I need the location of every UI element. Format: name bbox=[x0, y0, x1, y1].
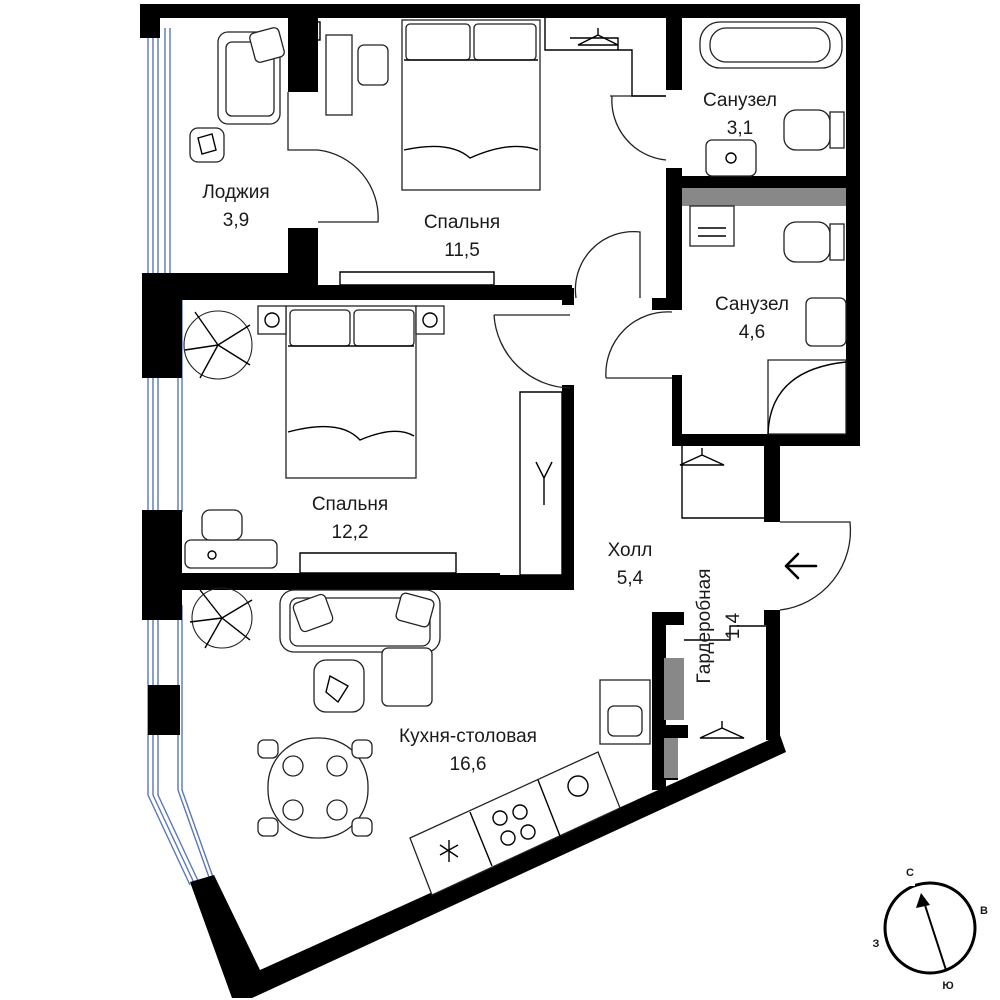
plant-1 bbox=[183, 310, 253, 380]
double-bed-1 bbox=[401, 19, 541, 191]
room-name-bedroom-2: Спальня bbox=[312, 494, 388, 515]
double-bed-2 bbox=[257, 305, 445, 479]
sink-1 bbox=[705, 139, 757, 177]
furniture bbox=[183, 19, 847, 896]
room-name-kitchen-dining: Кухня-столовая bbox=[399, 726, 537, 747]
kitchen-counter bbox=[409, 751, 621, 896]
room-area-kitchen-dining: 16,6 bbox=[450, 754, 487, 775]
room-name-wardrobe: Гардеробная bbox=[694, 569, 715, 684]
coffee-table bbox=[313, 659, 365, 713]
sink-2 bbox=[805, 297, 847, 347]
side-table bbox=[189, 127, 225, 163]
room-name-hall: Холл bbox=[608, 540, 653, 561]
compass: С В Ю З bbox=[873, 867, 988, 992]
room-area-bathroom-1: 3,1 bbox=[727, 118, 753, 139]
toilet-1 bbox=[783, 109, 845, 151]
kitchen-sink bbox=[599, 679, 651, 745]
room-area-bedroom-2: 12,2 bbox=[332, 522, 369, 543]
room-area-hall: 5,4 bbox=[617, 568, 644, 589]
room-area-bathroom-2: 4,6 bbox=[739, 322, 765, 343]
shower bbox=[767, 359, 847, 435]
room-area-bedroom-1: 11,5 bbox=[444, 240, 480, 261]
washing-machine bbox=[689, 205, 735, 247]
plant-2 bbox=[189, 587, 253, 649]
compass-arrow-icon bbox=[921, 895, 947, 971]
room-name-bathroom-2: Санузел bbox=[715, 294, 789, 315]
room-area-loggia: 3,9 bbox=[223, 210, 249, 231]
room-name-bedroom-1: Спальня bbox=[424, 212, 500, 233]
desk-2 bbox=[184, 509, 278, 569]
walls bbox=[140, 4, 860, 998]
room-name-bathroom-1: Санузел bbox=[703, 90, 777, 111]
desk-chair bbox=[325, 34, 389, 116]
arrow-left-icon bbox=[784, 552, 818, 580]
compass-west-label: З bbox=[873, 938, 880, 950]
bathtub bbox=[699, 21, 843, 69]
room-name-loggia: Лоджия bbox=[202, 182, 269, 203]
toilet-2 bbox=[783, 221, 845, 263]
compass-east-label: В bbox=[980, 905, 988, 917]
compass-north-label: С bbox=[906, 867, 914, 879]
dining-table bbox=[257, 737, 373, 839]
sofa bbox=[279, 589, 441, 707]
compass-south-label: Ю bbox=[942, 980, 953, 992]
room-labels: Лоджия 3,9 Спальня 11,5 Санузел 3,1 Сану… bbox=[202, 90, 789, 775]
room-area-wardrobe: 1,4 bbox=[723, 612, 744, 639]
details bbox=[299, 18, 766, 739]
armchair bbox=[217, 27, 285, 125]
